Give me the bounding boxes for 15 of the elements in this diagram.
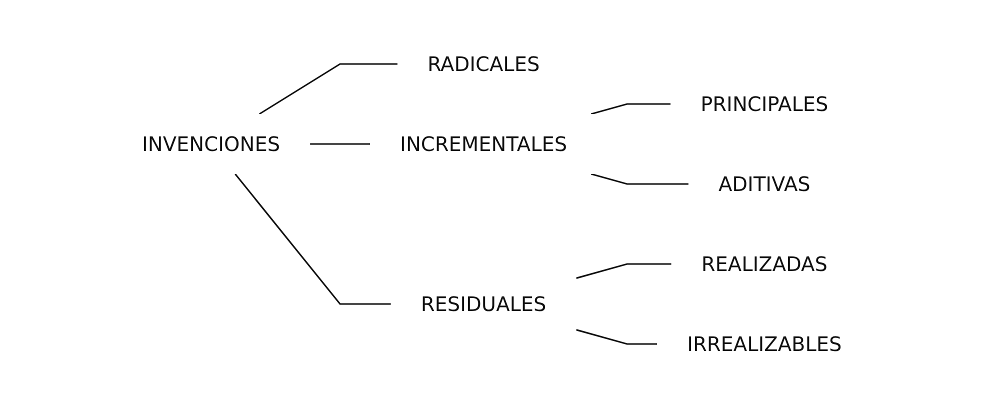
node-text: PRINCIPALES: [700, 92, 828, 116]
node-text: INVENCIONES: [142, 132, 280, 156]
connector: [591, 173, 689, 185]
connector: [591, 103, 671, 115]
connector: [576, 263, 672, 279]
node-text: RESIDUALES: [421, 292, 546, 316]
connector: [259, 63, 398, 115]
node-text: ADITIVAS: [718, 172, 810, 196]
connector: [310, 143, 370, 145]
node-text: INCREMENTALES: [400, 132, 568, 156]
node-text: RADICALES: [428, 52, 540, 76]
connector: [234, 174, 392, 305]
node-text: IRREALIZABLES: [687, 332, 842, 356]
node-text: REALIZADAS: [702, 252, 828, 276]
connector: [576, 329, 658, 345]
